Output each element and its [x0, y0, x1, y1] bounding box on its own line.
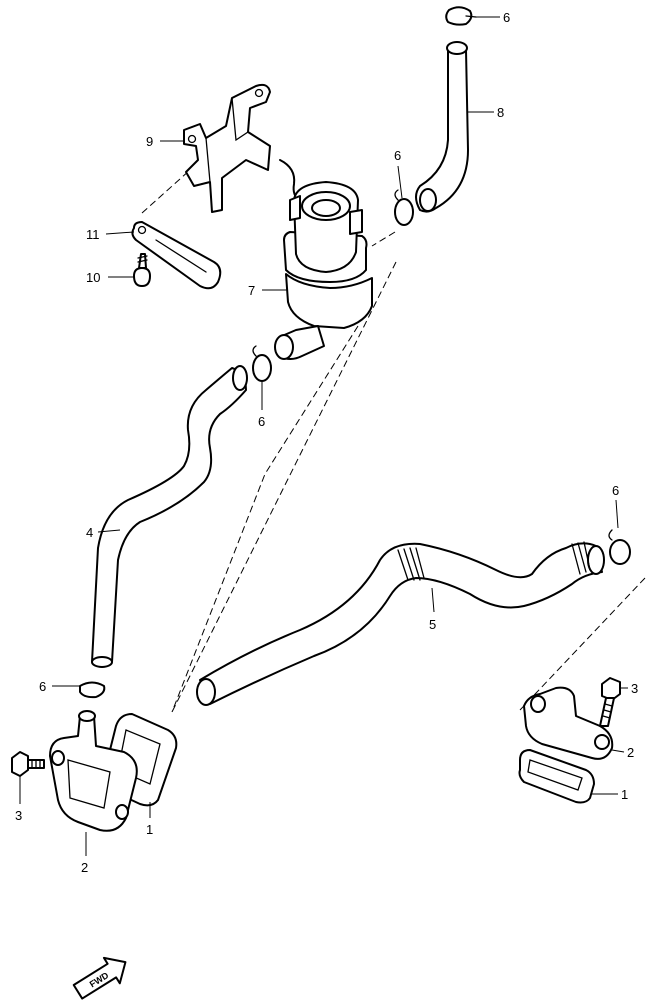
bolt-3-left[interactable]	[11, 751, 45, 777]
callout-10: 10	[86, 270, 100, 285]
clamp-6-top[interactable]	[445, 6, 477, 26]
bolt-3-right[interactable]	[599, 677, 621, 727]
hose-8[interactable]	[415, 41, 469, 213]
bracket-9[interactable]	[183, 83, 271, 213]
assembly-guide-lines	[141, 169, 646, 713]
callout-6-right: 6	[612, 483, 619, 498]
fwd-arrow-icon: FWD	[72, 956, 127, 1000]
callout-2-left: 2	[81, 860, 88, 875]
callout-1-left: 1	[146, 822, 153, 837]
callout-9: 9	[146, 134, 153, 149]
callout-4: 4	[86, 525, 93, 540]
callout-5: 5	[429, 617, 436, 632]
clamp-6-upper[interactable]	[394, 189, 414, 226]
clamp-6-right[interactable]	[608, 529, 631, 565]
callout-7: 7	[248, 283, 255, 298]
screw-10[interactable]	[133, 253, 151, 287]
callout-3-right: 3	[631, 681, 638, 696]
gasket-1-right[interactable]	[518, 749, 595, 804]
body-2-left[interactable]	[49, 710, 138, 832]
callout-3-left: 3	[15, 808, 22, 823]
callout-2-right: 2	[627, 745, 634, 760]
callout-6-left: 6	[39, 679, 46, 694]
callout-1-right: 1	[621, 787, 628, 802]
hose-5[interactable]	[196, 541, 605, 706]
leader-lines	[19, 16, 628, 856]
callout-6-mid: 6	[258, 414, 265, 429]
clamp-6-mid[interactable]	[252, 345, 272, 382]
body-2-right[interactable]	[523, 686, 614, 760]
strap-11[interactable]	[131, 221, 222, 290]
valve-7[interactable]	[274, 159, 373, 360]
callout-labels: 6 8 6 9 11 10 7 6 4 6 5 6 3 2 1 3 2 1	[15, 10, 638, 875]
callout-11: 11	[86, 227, 100, 242]
hose-4[interactable]	[91, 365, 248, 668]
callout-6-upper: 6	[394, 148, 401, 163]
callout-8: 8	[497, 105, 504, 120]
callout-6-top: 6	[503, 10, 510, 25]
clamp-6-left[interactable]	[79, 681, 106, 699]
